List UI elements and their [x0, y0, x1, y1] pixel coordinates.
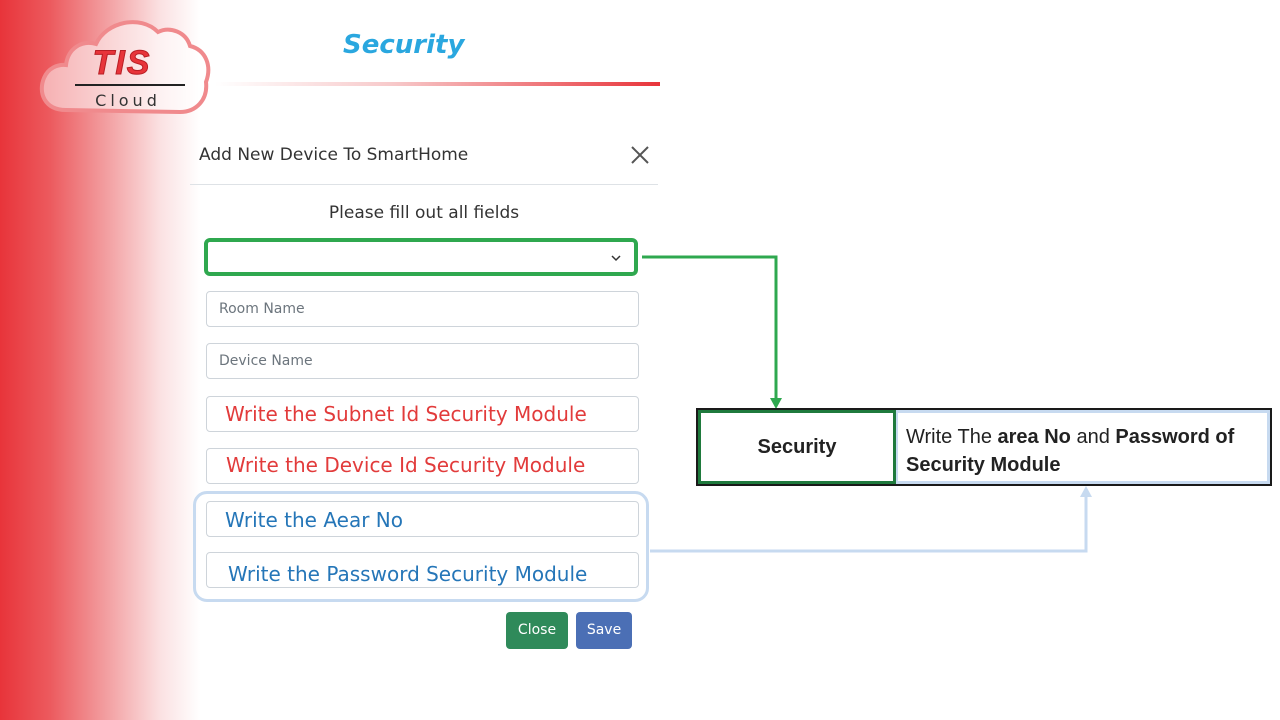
desc-bold-module: Security Module — [906, 454, 1061, 476]
room-name-input[interactable]: Room Name — [206, 291, 639, 327]
subnet-id-hint: Write the Subnet Id Security Module — [225, 402, 587, 426]
save-button[interactable]: Save — [576, 612, 632, 649]
page-title: Security — [343, 30, 465, 60]
tis-cloud-logo: TIS Cloud — [36, 10, 216, 122]
desc-text-2: and — [1070, 426, 1116, 448]
blue-connector — [650, 492, 1088, 553]
info-type-cell: Security — [698, 410, 896, 484]
desc-text-1: Write The — [906, 426, 998, 448]
chevron-down-icon — [611, 255, 621, 262]
device-id-hint: Write the Device Id Security Module — [226, 453, 586, 477]
logo-brand-text: TIS — [92, 44, 152, 83]
device-name-placeholder: Device Name — [219, 353, 313, 369]
password-input[interactable]: Write the Password Security Module — [206, 552, 639, 588]
area-no-input[interactable]: Write the Aear No — [206, 501, 639, 537]
close-button[interactable]: Close — [506, 612, 568, 649]
modal-title: Add New Device To SmartHome — [199, 145, 469, 165]
desc-bold-area: area No — [997, 426, 1071, 448]
close-icon[interactable] — [629, 144, 651, 166]
device-type-select[interactable] — [204, 238, 638, 276]
info-description-cell: Write The area No and Password of Securi… — [896, 410, 1270, 484]
desc-bold-password: Password of — [1115, 426, 1235, 448]
fill-instruction: Please fill out all fields — [328, 203, 520, 223]
blue-arrowhead — [1080, 486, 1092, 497]
device-id-input[interactable]: Write the Device Id Security Module — [206, 448, 639, 484]
side-gradient-banner — [0, 0, 200, 720]
room-name-placeholder: Room Name — [219, 301, 305, 317]
password-hint: Write the Password Security Module — [228, 562, 588, 586]
subnet-id-input[interactable]: Write the Subnet Id Security Module — [206, 396, 639, 432]
logo-divider — [75, 84, 185, 86]
area-no-hint: Write the Aear No — [225, 508, 404, 532]
cloud-logo-icon — [39, 20, 211, 115]
green-connector — [642, 255, 778, 402]
logo-sub-text: Cloud — [95, 91, 161, 110]
device-name-input[interactable]: Device Name — [206, 343, 639, 379]
modal-header-divider — [190, 184, 658, 185]
info-table: Security Write The area No and Password … — [696, 408, 1272, 486]
area-password-highlight — [193, 491, 649, 602]
title-underline — [215, 82, 660, 86]
